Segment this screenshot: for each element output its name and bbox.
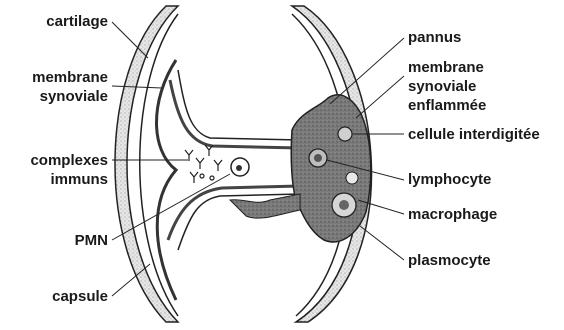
upper-joint-surface xyxy=(178,70,300,140)
label-interdigitated: cellule interdigitée xyxy=(408,126,540,143)
label-pannus: pannus xyxy=(408,29,461,46)
pannus-mass xyxy=(230,95,371,242)
left-bone xyxy=(115,6,178,322)
lower-pannus-extension xyxy=(230,194,300,218)
leader-plasmocyte xyxy=(360,226,404,260)
label-capsule: capsule xyxy=(52,288,108,305)
plasmocyte-cell xyxy=(346,172,358,184)
label-plasmocyte: plasmocyte xyxy=(408,252,491,269)
right-labels: pannus membrane synoviale enflammée cell… xyxy=(408,29,540,269)
label-pmn: PMN xyxy=(75,232,108,249)
pmn-cell xyxy=(231,158,249,176)
lymphocyte-nucleus xyxy=(314,154,322,162)
label-complexes-1: complexes xyxy=(30,152,108,169)
label-membrane-2: synoviale xyxy=(40,88,108,105)
label-inflamed-3: enflammée xyxy=(408,97,486,114)
leader-inflamed xyxy=(356,76,404,118)
upper-membrane-line xyxy=(170,80,300,148)
label-inflamed-1: membrane xyxy=(408,59,484,76)
label-inflamed-2: synoviale xyxy=(408,78,476,95)
interdigitated-cell xyxy=(338,127,352,141)
left-labels: cartilage membrane synoviale complexes i… xyxy=(30,13,108,305)
label-macrophage: macrophage xyxy=(408,206,497,223)
label-membrane-1: membrane xyxy=(32,69,108,86)
immune-complexes xyxy=(185,145,222,183)
label-lymphocyte: lymphocyte xyxy=(408,171,491,188)
label-cartilage: cartilage xyxy=(46,13,108,30)
label-complexes-2: immuns xyxy=(50,171,108,188)
macrophage-nucleus xyxy=(339,200,349,210)
